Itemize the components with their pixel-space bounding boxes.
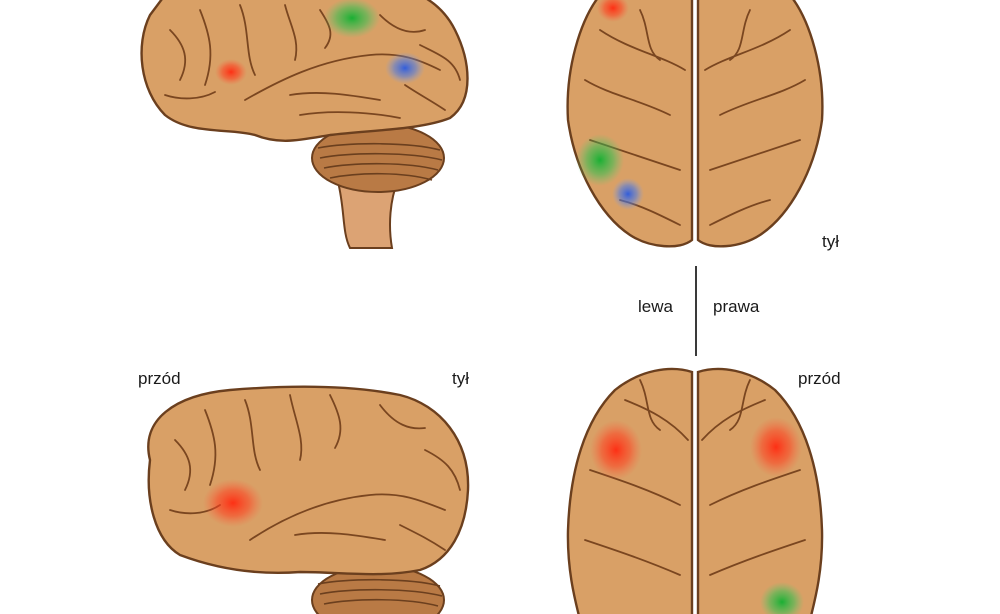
brainstem [336, 178, 400, 249]
cerebrum [147, 385, 470, 576]
label-back: tył [452, 369, 469, 388]
activation-red [597, 0, 629, 22]
label-front: przód [138, 369, 181, 388]
activation-red [215, 59, 247, 85]
label-back: tył [822, 232, 839, 251]
brain-lateral-top [140, 0, 469, 249]
activation-blue [385, 52, 425, 84]
midline-divider [695, 266, 697, 356]
activation-blue [612, 178, 644, 210]
label-right: prawa [713, 297, 760, 316]
right-hemisphere [696, 0, 824, 248]
left-hemisphere [566, 367, 694, 614]
brain-dorsal-top [566, 0, 824, 248]
activation-green [576, 134, 624, 186]
activation-red [750, 417, 802, 477]
activation-green [324, 0, 380, 38]
brain-lateral-bottom [147, 385, 470, 614]
label-front: przód [798, 369, 841, 388]
activation-red [590, 420, 642, 480]
right-hemisphere [696, 367, 824, 614]
activation-red [203, 479, 263, 527]
activation-green [760, 582, 804, 614]
label-left: lewa [638, 297, 673, 316]
brain-dorsal-bottom [566, 367, 824, 614]
